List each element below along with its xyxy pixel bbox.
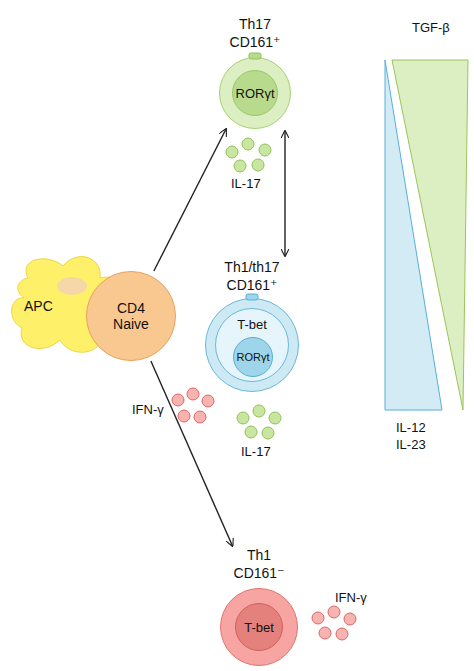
- nucleus: T-betRORγt: [215, 308, 289, 382]
- cell: Th1 CD161⁻ T-bet: [213, 546, 305, 666]
- nucleus-label: RORγt: [236, 86, 275, 101]
- cell-label: CD4 Naive: [105, 300, 157, 332]
- naive-cell: CD4 Naive: [86, 271, 176, 361]
- nucleus: RORγt: [232, 70, 278, 116]
- nucleus-label: T-bet: [244, 620, 274, 635]
- differentiation-arrow: [151, 361, 233, 546]
- ifn-cytokines: [312, 606, 356, 640]
- receptor: [249, 53, 261, 59]
- cytokine-label: IL-12: [396, 420, 426, 435]
- ifn-cytokines: [172, 388, 214, 423]
- cytokine-label: IFN-γ: [335, 590, 367, 605]
- il17-cytokines: [226, 138, 271, 172]
- nucleus: T-bet: [235, 603, 283, 651]
- cell: Th1/th17 CD161⁺ T-betRORγt: [205, 258, 299, 392]
- cell-heading: Th1/th17 CD161⁺: [205, 258, 299, 294]
- differentiation-arrow: [154, 129, 226, 271]
- il12-gradient-triangle: [385, 60, 442, 410]
- cell-heading: Th1 CD161⁻: [213, 546, 305, 582]
- differentiation-arrow: [284, 131, 285, 256]
- receptor: [246, 294, 258, 300]
- cytokine-label: IL-17: [231, 176, 261, 191]
- il17-cytokines: [237, 405, 281, 439]
- nucleus-label: RORγt: [237, 351, 270, 363]
- apc-label: APC: [24, 298, 53, 314]
- cell: Th17 CD161⁺ RORγt: [215, 15, 295, 129]
- cell-heading: Th17 CD161⁺: [215, 15, 295, 51]
- cytokine-label: IL-23: [396, 437, 426, 452]
- cytokine-label: IL-17: [241, 444, 271, 459]
- cytokine-label: IFN-γ: [132, 402, 164, 417]
- nucleus: RORγt: [233, 337, 273, 377]
- nucleus-label: T-bet: [216, 317, 288, 333]
- cytokine-label: TGF-β: [412, 20, 450, 35]
